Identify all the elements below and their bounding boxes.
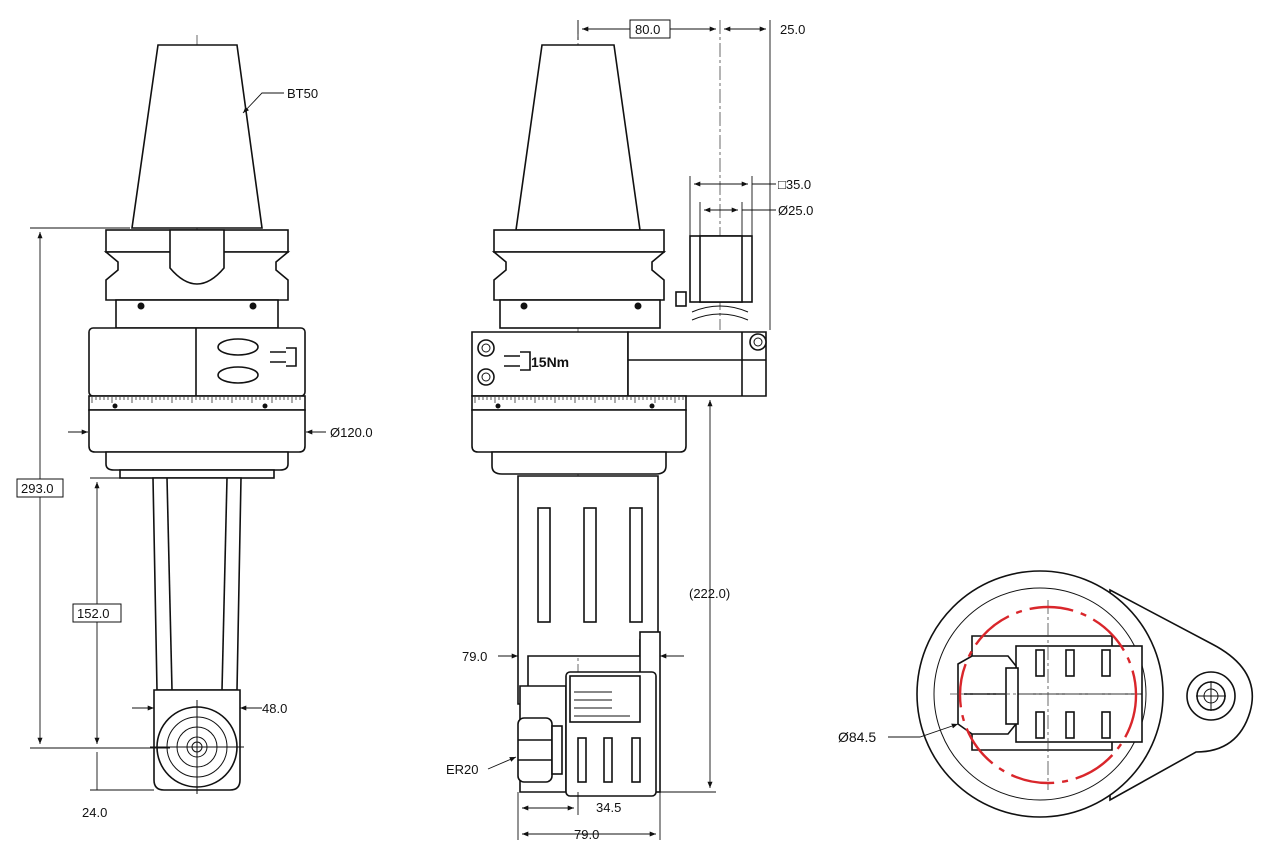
wrench-icon [270, 347, 297, 367]
front-scale-ring [88, 395, 306, 411]
bottom-diameter-dim: Ø84.5 [838, 729, 876, 745]
bottom-view: Ø84.5 [838, 570, 1254, 818]
body-diameter-dim: Ø120.0 [330, 425, 373, 440]
torque-label: 15Nm [531, 354, 569, 370]
side-width-dim: 79.0 [462, 649, 487, 664]
square-dim: □35.0 [778, 177, 811, 192]
nose-offset-dim: 24.0 [82, 805, 107, 820]
slot-icon [217, 338, 259, 356]
arm-width-dim: 48.0 [262, 701, 287, 716]
wrench-icon [504, 351, 531, 371]
offset-right-dim: 25.0 [780, 22, 805, 37]
slot-icon [217, 366, 259, 384]
arm-length-dim: 152.0 [77, 606, 110, 621]
offset-top-dim: 80.0 [635, 22, 660, 37]
stop-diameter-dim: Ø25.0 [778, 203, 813, 218]
screw-icon [477, 339, 495, 357]
front-view: BT50 293.0 152.0 Ø120.0 48.0 24.0 [16, 35, 373, 820]
label-plate [569, 675, 641, 723]
collet-nut [517, 717, 553, 783]
screw-icon [477, 368, 495, 386]
collet-offset-dim: 34.5 [596, 800, 621, 815]
side-taper [515, 44, 641, 231]
collet-label: ER20 [446, 762, 479, 777]
reach-dim: (222.0) [689, 586, 730, 601]
front-arm [152, 477, 242, 691]
taper-label: BT50 [287, 86, 318, 101]
front-lower-body [88, 409, 306, 453]
overall-length-dim: 293.0 [21, 481, 54, 496]
bottom-width-dim: 79.0 [574, 827, 599, 842]
side-view: 15Nm 80.0 [446, 19, 813, 842]
front-taper [131, 44, 263, 229]
pcd-highlight-circle [958, 605, 1138, 785]
